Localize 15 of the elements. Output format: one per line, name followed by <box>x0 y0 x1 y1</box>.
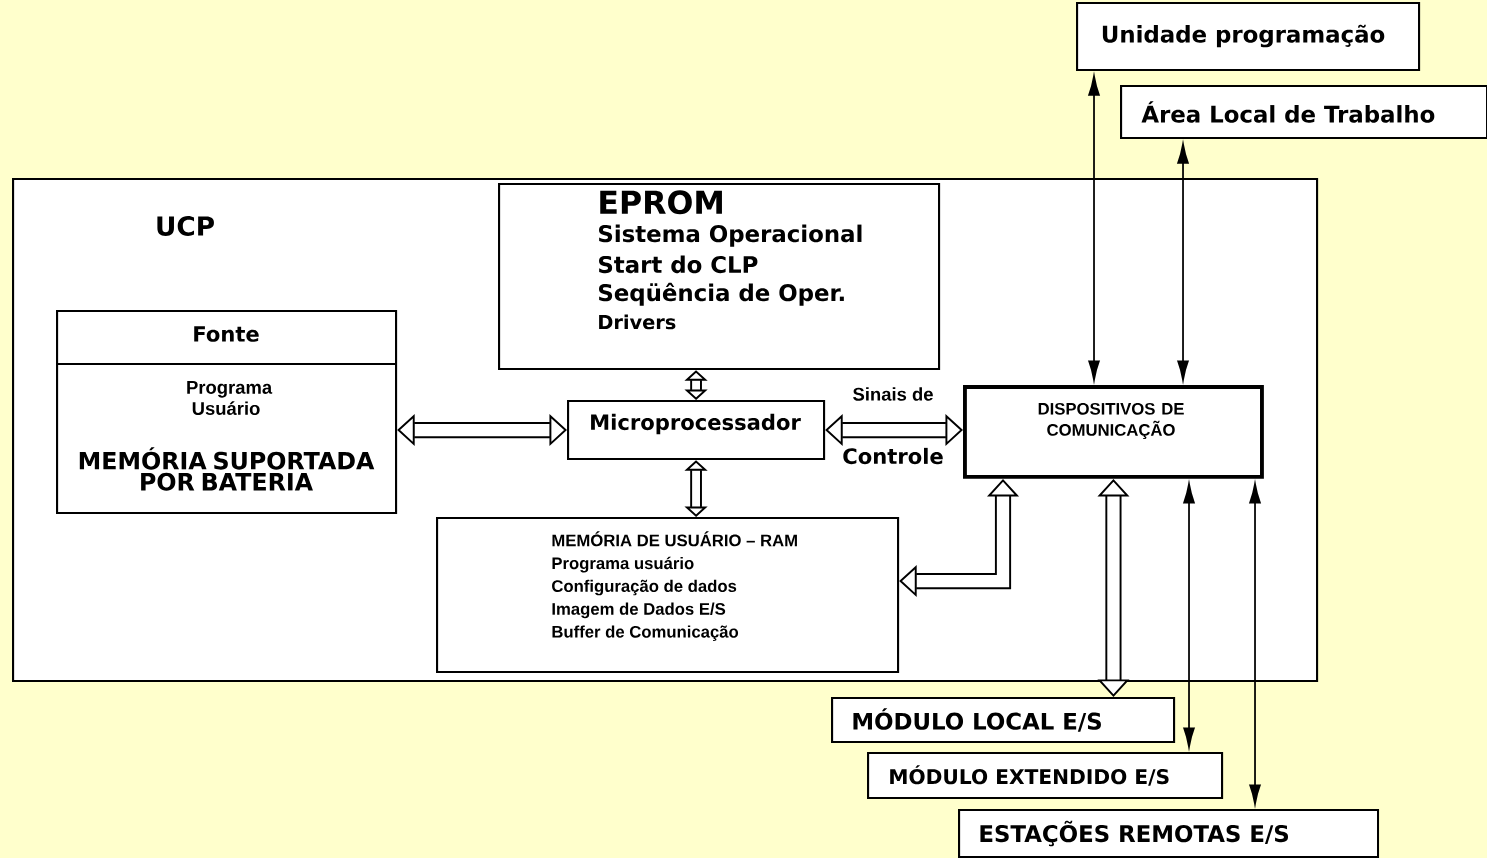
device-box: DISPOSITIVOS DE COMUNICAÇÃO <box>963 385 1264 479</box>
memory-box: EPROM Sistema Operacional Start do CLP Seqüência de Oper. Drivers <box>498 183 941 371</box>
memory-box: Fonte Programa Usuário MEMÓRIA SUPORTADA POR BATERIA <box>56 310 398 515</box>
hollow-double-arrow <box>684 460 708 517</box>
heading: UCP <box>157 216 214 236</box>
hollow-double-arrow <box>684 370 708 400</box>
edge-label: Sinais de <box>850 385 936 403</box>
hollow-double-arrow <box>825 414 963 447</box>
module-box: MÓDULO EXTENDIDO E/S <box>867 752 1224 800</box>
memory-box: MEMÓRIA DE USUÁRIO – RAM Programa usuário Configuração de dados Imagem de Dados E/S Buffer de Comunicação <box>436 517 900 674</box>
hollow-double-arrow <box>397 414 567 447</box>
unit-box: Área Local de Trabalho <box>1120 85 1487 140</box>
signal-label: Controle <box>840 446 946 466</box>
unit-box: Unidade programação <box>1076 2 1421 72</box>
module-box: ESTAÇÕES REMOTAS E/S <box>958 809 1380 858</box>
